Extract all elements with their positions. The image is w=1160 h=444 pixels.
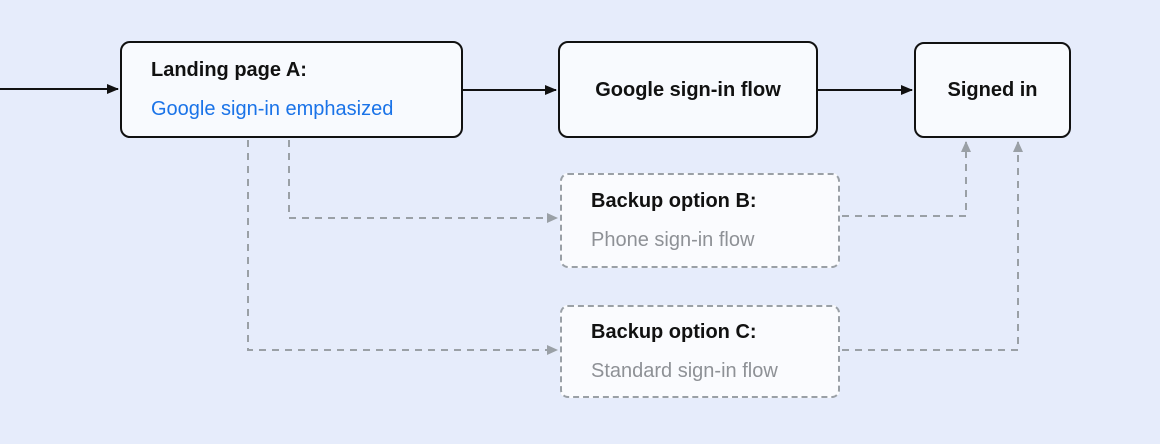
backup-option-c-title: Backup option C: xyxy=(591,321,757,343)
node-landing-page-a: Landing page A: Google sign-in emphasize… xyxy=(120,41,463,138)
node-backup-option-c: Backup option C: Standard sign-in flow xyxy=(560,305,840,398)
landing-page-a-title: Landing page A: xyxy=(151,59,307,81)
node-google-sign-in-flow: Google sign-in flow xyxy=(558,41,818,138)
edge-backup-c-to-signed-in xyxy=(842,141,1023,351)
google-sign-in-flow-label: Google sign-in flow xyxy=(595,78,781,101)
landing-page-a-subtitle: Google sign-in emphasized xyxy=(151,98,394,120)
edge-landing-to-backup-b xyxy=(288,140,558,223)
node-signed-in: Signed in xyxy=(914,42,1071,138)
signed-in-label: Signed in xyxy=(947,79,1038,101)
backup-option-c-subtitle: Standard sign-in flow xyxy=(591,360,778,382)
edge-landing-to-backup-c xyxy=(247,140,558,355)
node-backup-option-b: Backup option B: Phone sign-in flow xyxy=(560,173,840,268)
backup-option-b-subtitle: Phone sign-in flow xyxy=(591,229,755,251)
backup-option-b-title: Backup option B: xyxy=(591,190,757,212)
edge-backup-b-to-signed-in xyxy=(842,141,971,217)
